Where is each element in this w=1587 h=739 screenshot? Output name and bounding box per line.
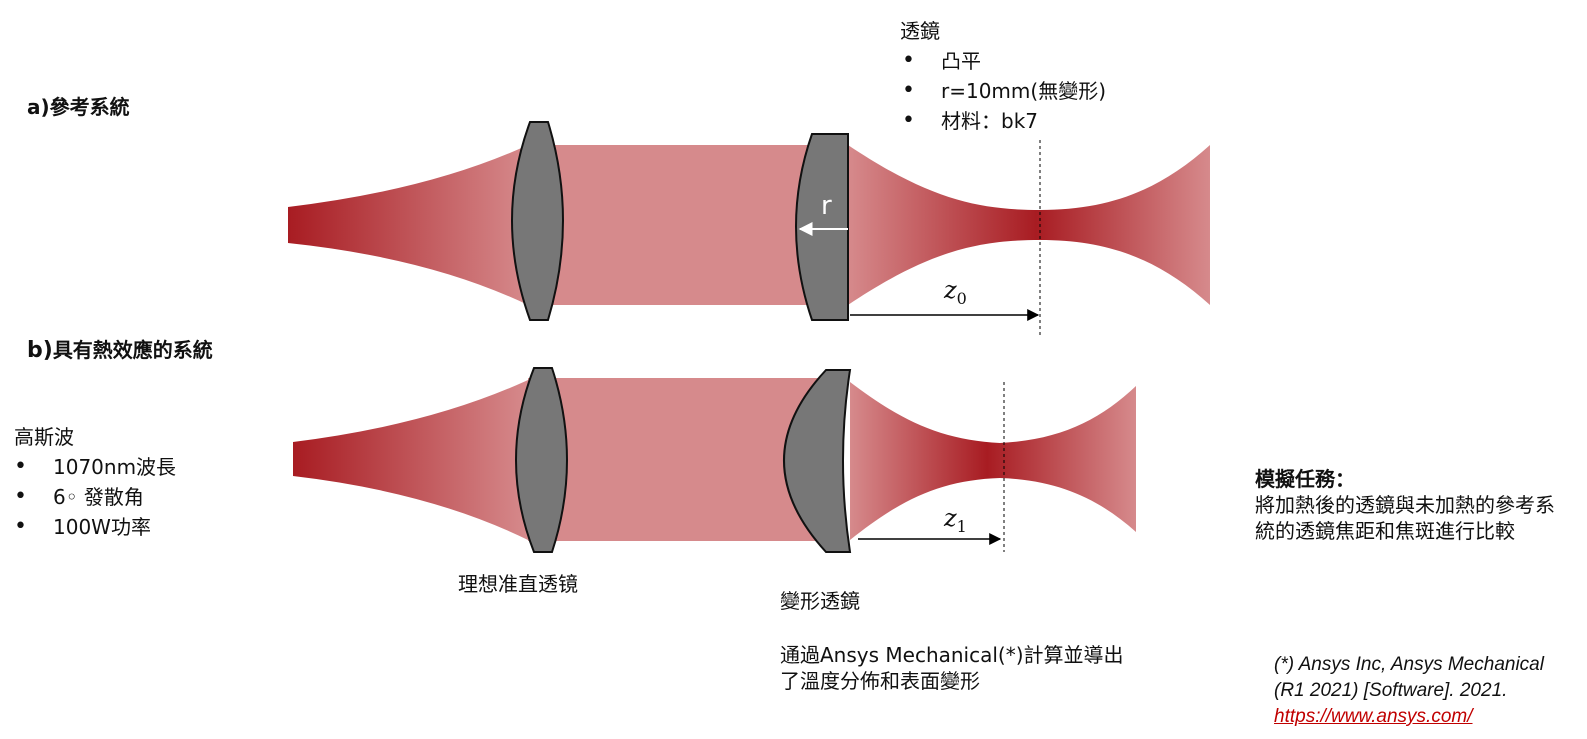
gaussian-item: 1070nm波長 (14, 452, 176, 482)
gaussian-list: 1070nm波長 6◦ 發散角 100W功率 (14, 452, 176, 542)
z0-sub: 0 (956, 288, 967, 308)
task-body: 將加熱後的透鏡與未加熱的參考系統的透鏡焦距和焦斑進行比較 (1255, 493, 1555, 543)
citation: (*) Ansys Inc, Ansys Mechanical (R1 2021… (1274, 652, 1574, 730)
section-b-label: b)具有熱效應的系統 (27, 338, 213, 363)
z1-label: z1 (944, 506, 967, 539)
deformed-lens-b (783, 369, 852, 553)
citation-line1: (*) Ansys Inc, Ansys Mechanical (1274, 654, 1544, 675)
z1-base: z (944, 504, 957, 532)
section-a-label: a)參考系統 (27, 95, 130, 119)
section-b-text: 具有熱效應的系統 (52, 338, 213, 362)
collimator-lens-a (511, 121, 564, 321)
beam-a-focusing (848, 145, 1210, 305)
beam-b-focusing (850, 382, 1136, 540)
beam-a-diverging (288, 145, 528, 305)
z0-label: z0 (944, 278, 967, 311)
calc-note-line2: 了溫度分佈和表面變形 (780, 669, 980, 693)
beam-a-collimated (528, 145, 818, 305)
lens-spec-title: 透鏡 (900, 19, 940, 43)
task-heading: 模擬任務： (1255, 467, 1355, 491)
z1-sub: 1 (956, 516, 967, 536)
beam-b-diverging (293, 380, 528, 540)
lens-spec-item: 材料：bk7 (902, 106, 1106, 136)
gaussian-item: 100W功率 (14, 512, 176, 542)
radius-label: r (821, 191, 832, 221)
lens-spec-item: r=10mm(無變形) (902, 76, 1106, 106)
citation-line2: (R1 2021) [Software]. 2021. (1274, 680, 1508, 701)
citation-link[interactable]: https://www.ansys.com/ (1274, 706, 1473, 727)
collimator-lens-b (515, 367, 568, 553)
z0-base: z (944, 276, 957, 304)
gaussian-item: 6◦ 發散角 (14, 482, 176, 512)
lens-spec-list: 凸平 r=10mm(無變形) 材料：bk7 (902, 46, 1106, 136)
collimator-label: 理想准直透镜 (458, 572, 578, 596)
section-b-prefix: b) (27, 338, 53, 363)
beam-b-collimated (528, 378, 818, 541)
lens-spec-item: 凸平 (902, 46, 1106, 76)
task-box: 模擬任務： 將加熱後的透鏡與未加熱的參考系統的透鏡焦距和焦斑進行比較 (1255, 466, 1555, 544)
deformed-lens-label: 變形透鏡 (780, 589, 860, 613)
gaussian-title: 高斯波 (14, 425, 74, 449)
calc-note-line1: 通過Ansys Mechanical(*)計算並導出 (780, 643, 1124, 667)
plano-convex-lens-a (795, 133, 849, 321)
